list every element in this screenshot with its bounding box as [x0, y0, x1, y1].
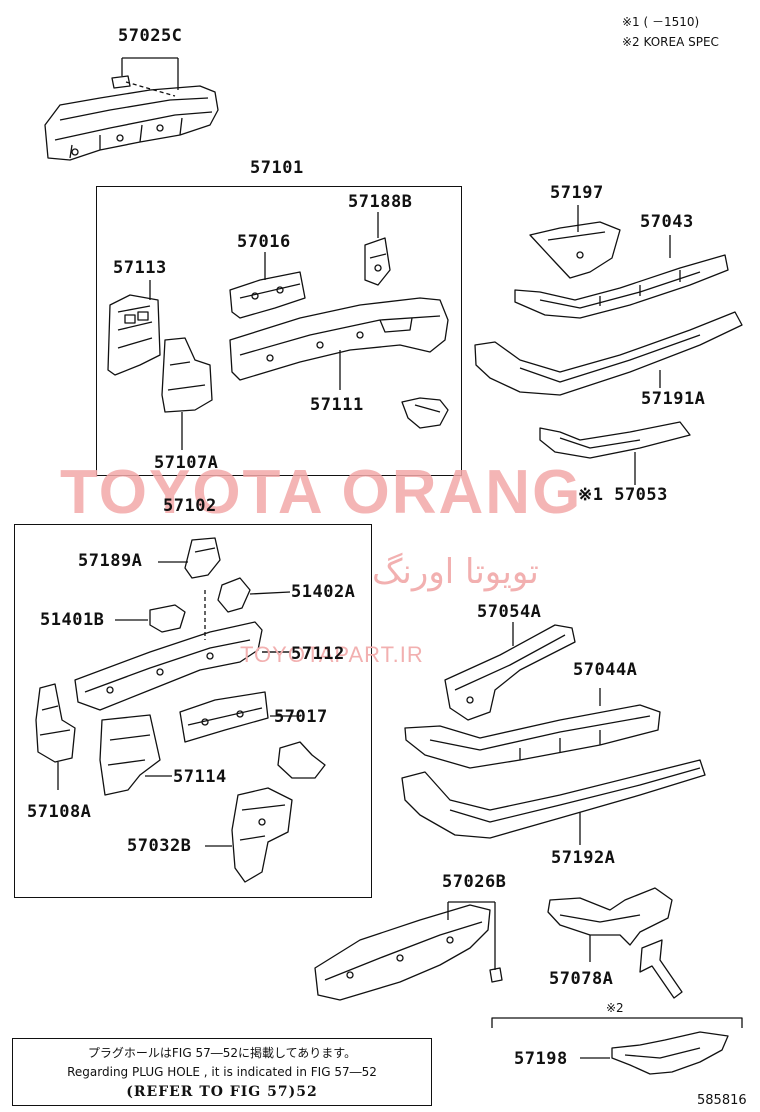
label-57044A[interactable]: 57044A [573, 660, 638, 680]
part-57043-drawing [514, 235, 729, 319]
note-en: Regarding PLUG HOLE , it is indicated in… [67, 1065, 377, 1079]
label-57032B[interactable]: 57032B [127, 836, 192, 856]
label-57198[interactable]: 57198 [514, 1049, 568, 1069]
watermark-url: TOYOTAPART.IR [240, 642, 424, 667]
part-57032B-drawing [205, 787, 293, 883]
part-57192A-drawing [401, 759, 706, 845]
part-57197-drawing [529, 205, 621, 279]
part-57044A-drawing [404, 688, 661, 769]
part-57025C-drawing [44, 57, 219, 161]
part-51402A-drawing [204, 577, 291, 640]
label-57043[interactable]: 57043 [640, 212, 694, 232]
plug-hole-note-box: プラグホールはFIG 57―52に掲載してあります。 Regarding PLU… [12, 1038, 432, 1106]
label-57112[interactable]: 57112 [291, 644, 345, 664]
label-57107A[interactable]: 57107A [154, 453, 219, 473]
note-jp: プラグホールはFIG 57―52に掲載してあります。 [87, 1046, 357, 1060]
part-51401B-drawing [115, 604, 186, 633]
label-57113[interactable]: 57113 [113, 258, 167, 278]
watermark-main: TOYOTA ORANG [60, 458, 583, 527]
label-57102[interactable]: 57102 [163, 496, 217, 516]
part-57114-drawing [99, 714, 172, 796]
label-57025C[interactable]: 57025C [118, 26, 183, 46]
label-57017[interactable]: 57017 [274, 707, 328, 727]
label-57108A[interactable]: 57108A [27, 802, 92, 822]
label-57191A[interactable]: 57191A [641, 389, 706, 409]
part-57078A-drawing [547, 887, 673, 962]
label-57188B[interactable]: 57188B [348, 192, 413, 212]
group-frame-57102 [14, 524, 372, 898]
part-57113-drawing [107, 280, 161, 376]
label-51401B[interactable]: 51401B [40, 610, 105, 630]
label-51402A[interactable]: 51402A [291, 582, 356, 602]
label-57192A[interactable]: 57192A [551, 848, 616, 868]
label-57054A[interactable]: 57054A [477, 602, 542, 622]
korea-spec-mark: ※2 [606, 1001, 624, 1015]
part-57017-drawing [179, 691, 300, 743]
part-57188B-drawing [364, 212, 391, 286]
direction-arrow [639, 939, 683, 999]
part-57108A-drawing [35, 683, 76, 790]
label-57078A[interactable]: 57078A [549, 969, 614, 989]
watermark-arabic: تویوتا اورنگ [372, 552, 539, 592]
figure-number: 585816 [697, 1093, 747, 1108]
korea-spec-bracket [491, 1017, 743, 1028]
part-57111-drawing [229, 297, 449, 390]
part-bracket-drawing [401, 397, 449, 429]
label-57111[interactable]: 57111 [310, 395, 364, 415]
part-57107A-drawing [161, 337, 213, 450]
part-57112-drawing [74, 621, 290, 711]
label-57114[interactable]: 57114 [173, 767, 227, 787]
label-57101[interactable]: 57101 [250, 158, 304, 178]
label-57189A[interactable]: 57189A [78, 551, 143, 571]
label-57016[interactable]: 57016 [237, 232, 291, 252]
part-57053-drawing [539, 421, 691, 485]
part-57016-drawing [229, 252, 306, 319]
group-frame-57101 [96, 186, 462, 476]
part-57189A-drawing [158, 537, 221, 579]
part-57191A-drawing [474, 311, 743, 396]
label-57197[interactable]: 57197 [550, 183, 604, 203]
part-57026B-drawing [314, 901, 503, 1001]
note-1: ※1 ( －1510) [622, 15, 700, 29]
label-57053[interactable]: ※1 57053 [578, 485, 668, 505]
part-57198-drawing [580, 1031, 729, 1075]
label-57026B[interactable]: 57026B [442, 872, 507, 892]
note-ref[interactable]: (REFER TO FIG 57)52 [126, 1084, 318, 1100]
note-2: ※2 KOREA SPEC [622, 35, 719, 49]
part-57054A-drawing [444, 622, 576, 721]
part-small-drawing [277, 741, 326, 779]
